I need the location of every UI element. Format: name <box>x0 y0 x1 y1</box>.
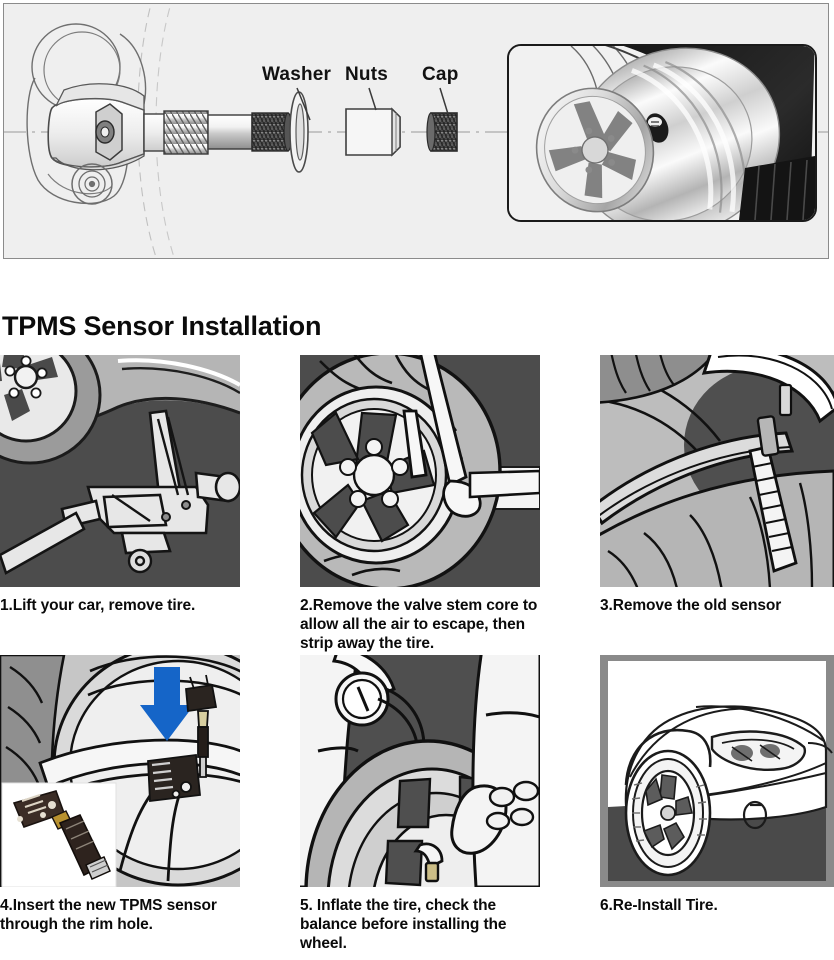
step-caption: 1.Lift your car, remove tire. <box>0 597 196 614</box>
step-1: 1.Lift your car, remove tire. <box>0 355 240 615</box>
tpms-sensor-exploded-view <box>4 4 828 258</box>
car-on-floor-jack-illustration <box>0 355 240 587</box>
insert-new-sensor-illustration <box>0 655 240 887</box>
steps-grid: 1.Lift your car, remove tire. <box>0 355 834 960</box>
new-sensor-small <box>185 674 218 778</box>
steps-row-2: 4.Insert the new TPMS sensor through the… <box>0 655 834 960</box>
step-3: 3.Remove the old sensor <box>600 355 834 615</box>
step-4: 4.Insert the new TPMS sensor through the… <box>0 655 240 934</box>
wheel-valve-stem-tool-illustration <box>300 355 540 587</box>
blue-down-arrow <box>140 667 194 741</box>
steps-row-1: 1.Lift your car, remove tire. <box>0 355 834 655</box>
label-washer: Washer <box>262 64 332 85</box>
step-caption: 6.Re-Install Tire. <box>600 897 718 914</box>
old-sensor-removal-illustration <box>600 355 834 587</box>
step-2: 2.Remove the valve stem core to allow al… <box>300 355 540 654</box>
sensor-inset-frame <box>1 782 117 887</box>
step-caption: 5. Inflate the tire, check the balance b… <box>300 897 507 953</box>
step-caption: 3.Remove the old sensor <box>600 597 782 614</box>
exploded-diagram-panel: Washer Nuts Cap <box>3 3 829 259</box>
label-nuts: Nuts <box>345 64 389 85</box>
nuts-part <box>345 107 401 157</box>
page-title: TPMS Sensor Installation <box>2 311 322 342</box>
finished-car-front-illustration <box>600 655 834 887</box>
inflate-tire-with-gauge-illustration <box>300 655 540 887</box>
step-5: 5. Inflate the tire, check the balance b… <box>300 655 540 954</box>
step-caption: 2.Remove the valve stem core to allow al… <box>300 597 538 653</box>
cap-part <box>426 112 458 152</box>
alloy-wheel-with-sensor-photo <box>507 44 817 222</box>
step-6: 6.Re-Install Tire. <box>600 655 834 915</box>
label-cap: Cap <box>422 64 459 85</box>
installed-sensor <box>147 753 201 803</box>
step-caption: 4.Insert the new TPMS sensor through the… <box>0 897 217 934</box>
washer-part <box>289 91 309 173</box>
